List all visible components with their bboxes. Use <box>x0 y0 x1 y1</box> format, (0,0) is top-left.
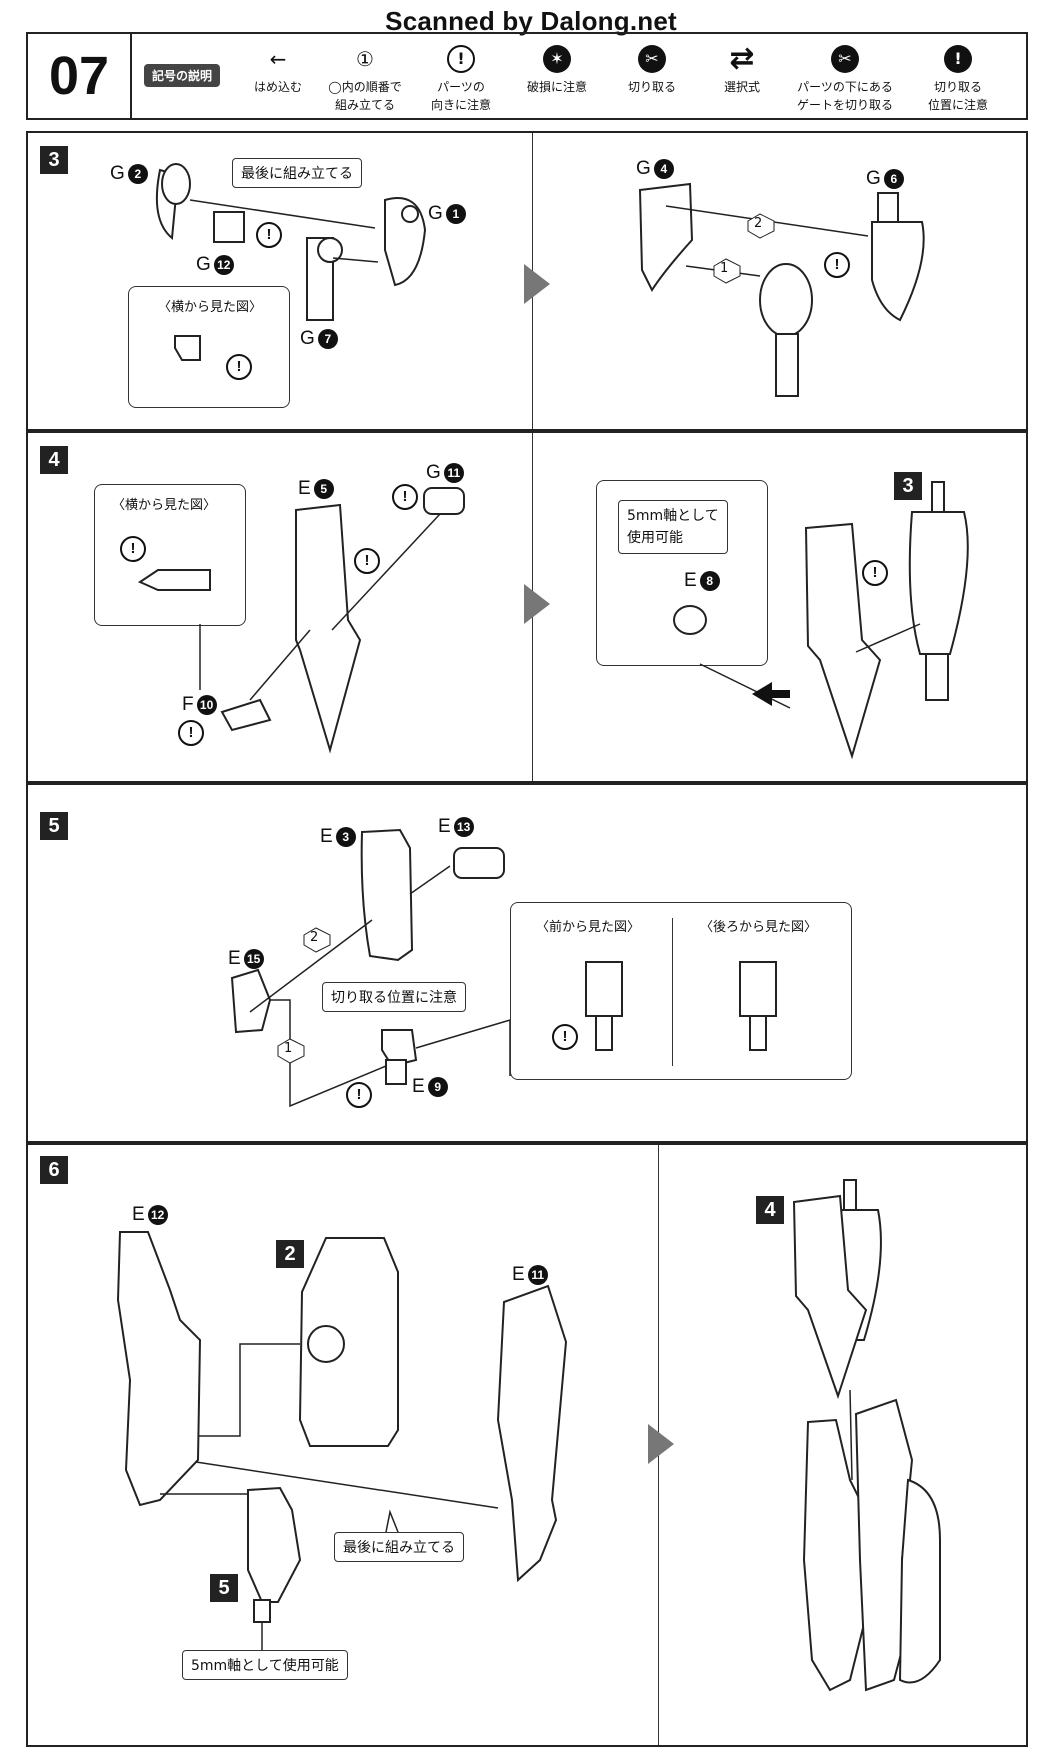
warning-icon: ! <box>552 1024 578 1050</box>
warning-icon: ! <box>392 484 418 510</box>
legend-cut: ✂ 切り取る <box>612 40 692 96</box>
warning-icon: ! <box>178 720 204 746</box>
legend-gate-cut: ✂ パーツの下にある ゲートを切り取る <box>790 40 900 114</box>
next-arrow-icon <box>524 584 550 624</box>
order-number-2: 2 <box>310 930 319 945</box>
ref-step-5-badge: 5 <box>210 1574 238 1602</box>
callout-assemble-last: 最後に組み立てる <box>334 1532 464 1562</box>
step3-side-view-box <box>128 286 290 408</box>
callout-5mm-axis: 5mm軸として 使用可能 <box>618 500 728 554</box>
ref-step-2-badge: 2 <box>276 1240 304 1268</box>
arrow-left-icon: ← <box>269 47 287 71</box>
order-number-1: 1 <box>720 261 729 276</box>
step3-side-view-title: 〈横から見た図〉 <box>158 300 263 315</box>
legend-cut-position: ! 切り取る 位置に注意 <box>912 40 1004 114</box>
step6-number: 6 <box>40 1156 68 1184</box>
next-arrow-icon <box>648 1424 674 1464</box>
watermark: Scanned by Dalong.net <box>385 6 677 36</box>
step4-number: 4 <box>40 446 68 474</box>
cut-position-icon: ! <box>912 40 1004 78</box>
warning-icon: ! <box>226 354 252 380</box>
warning-icon: ! <box>824 252 850 278</box>
front-view-title: 〈前から見た図〉 <box>536 920 641 935</box>
select-option-icon: ⇄ <box>729 41 755 76</box>
callout-cut-position: 切り取る位置に注意 <box>322 982 466 1012</box>
warning-icon: ! <box>120 536 146 562</box>
warning-icon: ! <box>346 1082 372 1108</box>
step5-number: 5 <box>40 812 68 840</box>
break-warning-icon: ✶ <box>512 40 602 78</box>
step5-view-box <box>510 902 852 1080</box>
gate-cut-icon: ✂ <box>790 40 900 78</box>
legend-title: 記号の説明 <box>144 64 221 87</box>
legend-direction: ! パーツの 向きに注意 <box>418 40 504 114</box>
ref-step-4-badge: 4 <box>756 1196 784 1224</box>
legend-select: ⇄ 選択式 <box>702 40 782 96</box>
legend-order: ① ◯内の順番で 組み立てる <box>320 40 410 114</box>
step5-view-divider <box>672 918 673 1066</box>
callout-assemble-last: 最後に組み立てる <box>232 158 362 188</box>
legend-break: ✶ 破損に注意 <box>512 40 602 96</box>
hex-number-icon: ① <box>356 47 374 71</box>
step-header: 07 記号の説明 ← はめ込む ① ◯内の順番で 組み立てる ! パーツの 向き… <box>26 32 1028 120</box>
order-number-2: 2 <box>754 216 763 231</box>
step4-side-view-title: 〈横から見た図〉 <box>112 498 217 513</box>
callout-5mm-axis: 5mm軸として使用可能 <box>182 1650 348 1680</box>
step-number: 07 <box>28 34 132 118</box>
warning-icon: ! <box>862 560 888 586</box>
warning-icon: ! <box>418 40 504 78</box>
cut-icon: ✂ <box>612 40 692 78</box>
legend-insert: ← はめ込む <box>238 40 318 96</box>
next-arrow-icon <box>524 264 550 304</box>
warning-icon: ! <box>256 222 282 248</box>
ref-step-3-badge: 3 <box>894 472 922 500</box>
back-view-title: 〈後ろから見た図〉 <box>700 920 818 935</box>
warning-icon: ! <box>354 548 380 574</box>
step3-number: 3 <box>40 146 68 174</box>
step4-side-view-box <box>94 484 246 626</box>
order-number-1: 1 <box>284 1041 293 1056</box>
